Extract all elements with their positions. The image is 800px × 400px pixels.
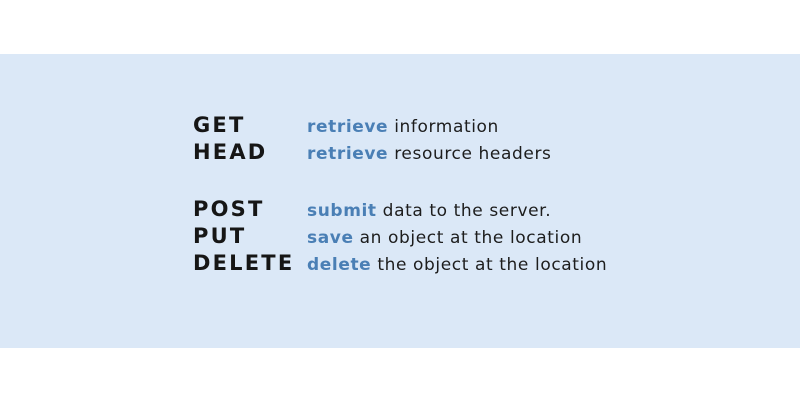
method-row: POST submit data to the server.: [193, 196, 753, 223]
method-description-text: information: [388, 117, 499, 137]
method-name: GET: [193, 113, 246, 137]
method-description-text: resource headers: [388, 144, 552, 164]
method-keyword: save: [307, 228, 354, 248]
method-name: DELETE: [193, 251, 295, 275]
method-name: HEAD: [193, 140, 268, 164]
method-description: save an object at the location: [307, 225, 753, 252]
method-description-text: the object at the location: [371, 255, 608, 275]
method-keyword: retrieve: [307, 117, 389, 137]
http-methods-list: GET retrieve information HEAD retrieve r…: [193, 112, 753, 277]
method-row: DELETE delete the object at the location: [193, 250, 753, 277]
method-description-text: data to the server.: [376, 201, 552, 221]
method-description: delete the object at the location: [307, 252, 753, 279]
method-keyword: delete: [307, 255, 372, 275]
method-keyword: submit: [307, 201, 377, 221]
method-description-text: an object at the location: [353, 228, 583, 248]
content-band: [0, 54, 800, 348]
method-keyword: retrieve: [307, 144, 389, 164]
method-description: retrieve information: [307, 114, 753, 141]
method-name: PUT: [193, 224, 247, 248]
method-name: POST: [193, 197, 265, 221]
method-group-write: POST submit data to the server. PUT save…: [193, 196, 753, 277]
method-row: HEAD retrieve resource headers: [193, 139, 753, 166]
method-row: PUT save an object at the location: [193, 223, 753, 250]
method-row: GET retrieve information: [193, 112, 753, 139]
method-description: retrieve resource headers: [307, 141, 753, 168]
method-group-safe: GET retrieve information HEAD retrieve r…: [193, 112, 753, 166]
method-description: submit data to the server.: [307, 198, 753, 225]
